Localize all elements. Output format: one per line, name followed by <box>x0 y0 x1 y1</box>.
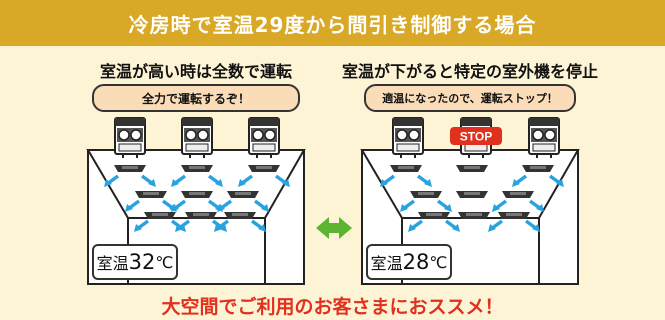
page-title: 冷房時で室温29度から間引き制御する場合 <box>0 0 665 46</box>
outdoor-unit <box>392 117 424 159</box>
outdoor-unit <box>528 117 560 159</box>
outdoor-unit <box>181 117 213 159</box>
left-speech-bubble: 全力で運転するぞ！ <box>92 84 300 112</box>
right-panel-title: 室温が下がると特定の室外機を停止 <box>341 62 598 81</box>
footer-recommendation: 大空間でご利用のお客さまにおススメ！ <box>161 295 504 318</box>
transition-arrow-icon <box>316 217 352 239</box>
svg-text:STOP: STOP <box>460 130 492 144</box>
stop-badge: STOP <box>450 127 502 145</box>
outdoor-unit <box>114 117 146 159</box>
left-panel-title: 室温が高い時は全数で運転 <box>99 62 292 81</box>
outdoor-unit <box>248 117 280 159</box>
right-speech-bubble: 適温になったので、運転ストップ！ <box>364 84 576 112</box>
